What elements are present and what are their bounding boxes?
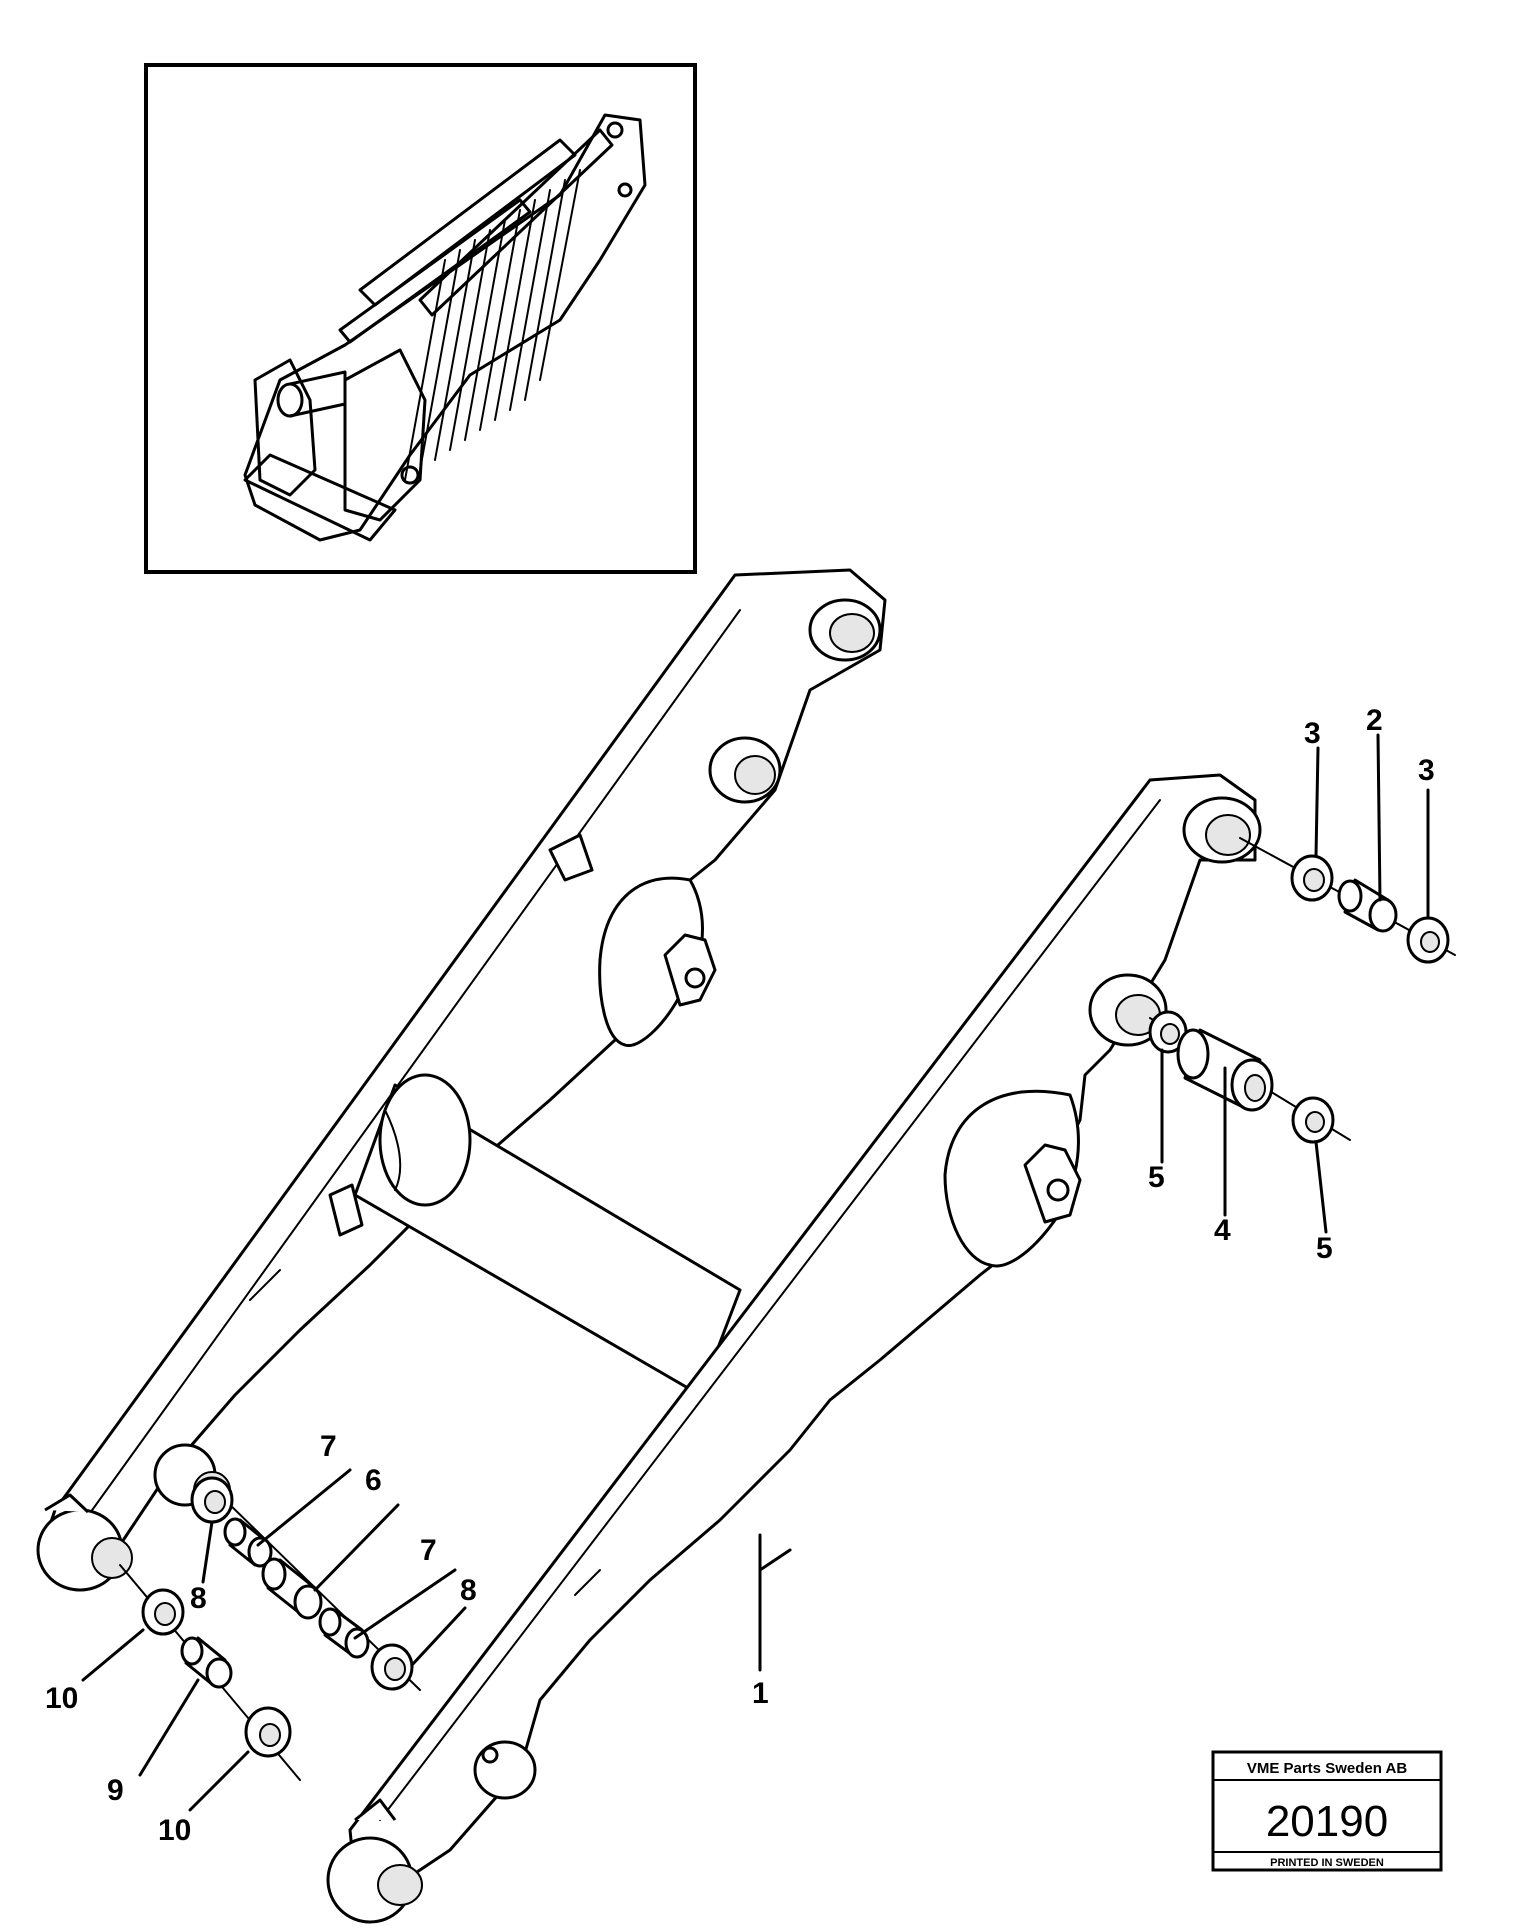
callout-3-right: 3 (1418, 754, 1435, 787)
loose-parts-lower (119, 1476, 421, 1781)
inset-loader-frame-illustration (243, 113, 647, 542)
part-10-washer-b (244, 1706, 292, 1758)
callout-6: 6 (365, 1464, 382, 1497)
callout-7-upper: 7 (320, 1430, 337, 1463)
part-5-washer-b (1291, 1096, 1335, 1144)
part-5-washer-a (1148, 1010, 1188, 1054)
callout-labels: 1 2 3 3 4 5 5 6 7 7 8 8 9 10 10 (45, 704, 1435, 1847)
stamp-footer: PRINTED IN SWEDEN (1270, 1857, 1384, 1869)
callout-2: 2 (1366, 704, 1383, 737)
parts-stamp: VME Parts Sweden AB 20190 PRINTED IN SWE… (1211, 1750, 1443, 1872)
part-3-washer-a (1290, 854, 1334, 902)
part-7-bushing-b (318, 1607, 370, 1659)
inset-overview (144, 63, 697, 574)
part-10-washer-a (141, 1588, 185, 1636)
callout-3-left: 3 (1304, 717, 1321, 750)
stamp-company: VME Parts Sweden AB (1247, 1760, 1407, 1777)
part-9-bushing (180, 1636, 233, 1689)
callout-7-lower: 7 (420, 1534, 437, 1567)
cross-tube (353, 1073, 742, 1397)
callout-8-right: 8 (460, 1574, 477, 1607)
callout-9: 9 (107, 1774, 124, 1807)
callout-5-right: 5 (1316, 1232, 1333, 1265)
part-4-bushing (1176, 1028, 1274, 1112)
callout-1: 1 (752, 1677, 769, 1710)
callout-10-lower: 10 (158, 1814, 191, 1847)
lifting-arm-assembly (36, 568, 1456, 1924)
part-2-bushing (1337, 878, 1398, 933)
front-lift-arm (326, 773, 1262, 1924)
callout-4: 4 (1214, 1214, 1231, 1247)
callout-5-left: 5 (1148, 1161, 1165, 1194)
part-3-washer-b (1406, 916, 1450, 964)
part-8-washer-a (190, 1476, 234, 1524)
stamp-number: 20190 (1266, 1797, 1388, 1846)
part-7-bushing-a (223, 1517, 273, 1568)
callout-10-upper: 10 (45, 1682, 78, 1715)
loose-parts-upper (1148, 837, 1456, 1144)
callout-8-left: 8 (190, 1582, 207, 1615)
part-8-washer-b (370, 1643, 414, 1691)
leader-lines (81, 733, 1430, 1812)
part-6-sleeve (261, 1557, 323, 1620)
